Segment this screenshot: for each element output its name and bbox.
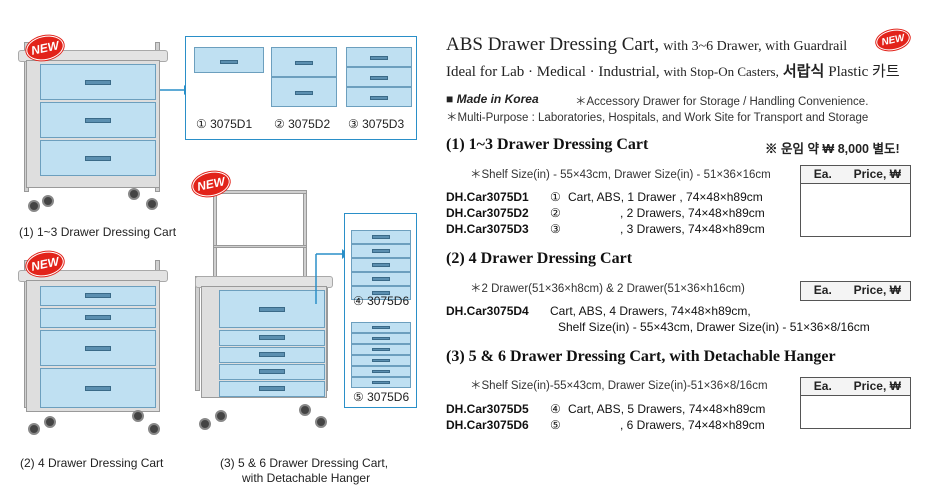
product-code: DH.Car3075D4 (446, 304, 529, 318)
accessory-note: ＊Accessory Drawer for Storage / Handling… (575, 96, 869, 108)
title-main: ABS Drawer Dressing Cart, (446, 34, 660, 55)
subtitle-end: Plastic 카트 (828, 64, 900, 80)
option-label: ③ 3075D3 (348, 117, 405, 131)
product-desc: Cart, ABS, 1 Drawer , 74×48×h89cm (568, 190, 763, 204)
option-label: ② 3075D2 (274, 117, 331, 131)
section-1-spec: ＊Shelf Size(in) - 55×43cm, Drawer Size(i… (470, 169, 771, 181)
product-desc: , 6 Drawers, 74×48×h89cm (620, 418, 765, 432)
product-desc: , 3 Drawers, 74×48×h89cm (620, 222, 765, 236)
section-3-spec: ＊Shelf Size(in)-55×43cm, Drawer Size(in)… (470, 380, 768, 392)
subtitle-sub: with Stop-On Casters, (663, 64, 779, 79)
cart-3-caption-line2: with Detachable Hanger (242, 471, 371, 485)
section-2-title: (2) 4 Drawer Dressing Cart (446, 250, 633, 267)
option-d2 (271, 47, 337, 107)
option-label: ① 3075D1 (196, 117, 253, 131)
ea-header: Ea. (813, 167, 832, 181)
cart-1-image (18, 40, 168, 215)
drawer-options-box-1: ① 3075D1 ② 3075D2 ③ 3075D3 (185, 36, 417, 140)
page-title: ABS Drawer Dressing Cart, with 3~6 Drawe… (446, 34, 847, 56)
product-desc: , 2 Drawers, 74×48×h89cm (620, 206, 765, 220)
drawer-options-box-2: ④ 3075D6 ⑤ 3075D6 (344, 213, 417, 408)
purpose-note: ＊Multi-Purpose : Laboratories, Hospitals… (446, 112, 869, 124)
price-header: Price, ₩ (853, 379, 901, 393)
section-3-title: (3) 5 & 6 Drawer Dressing Cart, with Det… (446, 348, 836, 365)
product-num: ② (550, 206, 561, 220)
option-d3 (346, 47, 412, 107)
section-1-title: (1) 1~3 Drawer Dressing Cart (446, 136, 649, 153)
ea-header: Ea. (813, 283, 832, 297)
title-sub: with 3~6 Drawer, with Guardrail (663, 39, 848, 54)
cart-3-caption-line1: (3) 5 & 6 Drawer Dressing Cart, (220, 456, 389, 470)
shipping-note: ※ 운임 약 ₩ 8,000 별도! (765, 142, 900, 156)
page-subtitle: Ideal for Lab · Medical · Industrial, wi… (446, 60, 900, 81)
subtitle-kr: 서랍식 (782, 64, 825, 80)
cart-2-image (18, 258, 168, 443)
made-in-text: Made in Korea (456, 92, 539, 106)
product-code: DH.Car3075D5 (446, 402, 529, 416)
product-num: ③ (550, 222, 561, 236)
cart-1-caption: (1) 1~3 Drawer Dressing Cart (19, 225, 177, 239)
product-num: ④ (550, 402, 561, 416)
option-label: ⑤ 3075D6 (353, 390, 410, 404)
price-header: Price, ₩ (853, 283, 901, 297)
section-2-spec: ＊2 Drawer(51×36×h8cm) & 2 Drawer(51×36×h… (470, 283, 745, 295)
option-d1 (194, 47, 264, 107)
subtitle-main: Ideal for Lab · Medical · Industrial, (446, 64, 660, 80)
price-header: Price, ₩ (853, 167, 901, 181)
price-box-2: Ea. Price, ₩ (800, 281, 911, 301)
made-in-note: ■ Made in Korea (446, 92, 539, 106)
product-code: DH.Car3075D6 (446, 418, 529, 432)
ea-header: Ea. (813, 379, 832, 393)
product-code: DH.Car3075D3 (446, 222, 529, 236)
cart-3-image (195, 190, 335, 440)
product-code: DH.Car3075D2 (446, 206, 529, 220)
new-badge: NEW (874, 26, 912, 54)
product-desc: Cart, ABS, 5 Drawers, 74×48×h89cm (568, 402, 766, 416)
product-code: DH.Car3075D1 (446, 190, 529, 204)
price-box-1: Ea. Price, ₩ (800, 165, 911, 237)
product-num: ⑤ (550, 418, 561, 432)
product-extra: Shelf Size(in) - 55×43cm, Drawer Size(in… (558, 320, 870, 334)
cart-2-caption: (2) 4 Drawer Dressing Cart (20, 456, 164, 470)
price-box-3: Ea. Price, ₩ (800, 377, 911, 429)
option-label: ④ 3075D6 (353, 294, 410, 308)
product-desc: Cart, ABS, 4 Drawers, 74×48×h89cm, (550, 304, 751, 318)
product-num: ① (550, 190, 561, 204)
